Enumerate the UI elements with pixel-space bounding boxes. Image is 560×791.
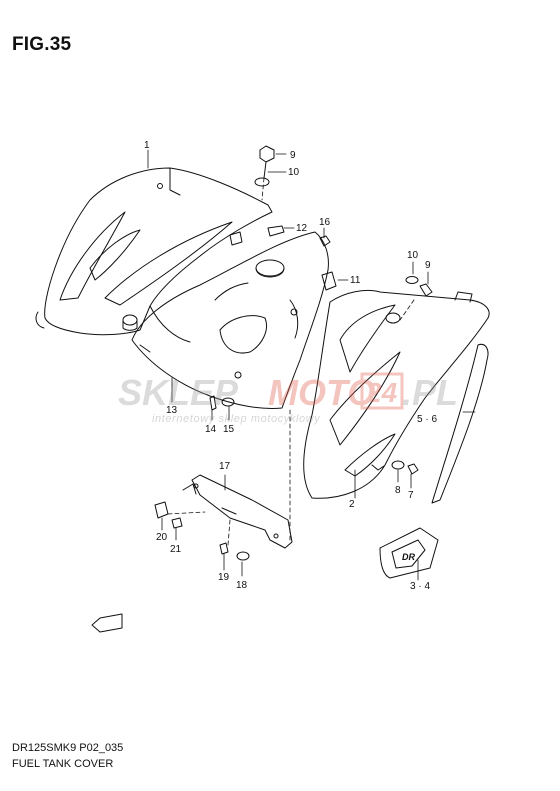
side-stripe-decal [431, 343, 489, 504]
callout: 14 [205, 424, 217, 435]
assembly-lines [167, 177, 415, 546]
callout: 2 [349, 499, 355, 510]
callout-labels: 1 2 3 · 4 5 · 6 7 8 9 9 10 10 11 12 13 1… [144, 140, 437, 592]
callout: 9 [425, 260, 431, 271]
fasteners [154, 145, 433, 561]
fwd-arrow-icon [91, 613, 123, 633]
callout: 16 [319, 217, 331, 228]
watermark-box: 24 [365, 377, 398, 408]
watermark: SKLEP MOTO 24 .PL internetowy sklep moto… [118, 372, 458, 425]
callout: 10 [288, 167, 300, 178]
fwd-label: FWD [102, 623, 116, 629]
callout: 21 [170, 544, 182, 555]
model-code: DR125SMK9 P02_035 [12, 742, 124, 754]
callout: 15 [223, 424, 235, 435]
callout: 19 [218, 572, 230, 583]
watermark-mid: MOTO [268, 372, 375, 413]
callout: 11 [350, 275, 361, 286]
callout: 1 [144, 140, 150, 151]
watermark-left: SKLEP [118, 372, 239, 413]
callout: 13 [166, 405, 178, 416]
watermark-tagline: internetowy sklep motocyklowy [152, 413, 321, 425]
leader-lines [147, 149, 476, 581]
left-shroud [35, 167, 273, 343]
mounting-bracket [182, 474, 293, 549]
decal-lettering: DR [402, 552, 415, 562]
watermark-tld: .PL [402, 372, 458, 413]
callout: 20 [156, 532, 168, 543]
callout: 18 [236, 580, 248, 591]
watermark-box-icon [360, 372, 404, 410]
dr-emblem [379, 527, 439, 579]
callout: 3 · 4 [410, 581, 430, 592]
callout: 12 [296, 223, 308, 234]
callout: 5 · 6 [417, 414, 437, 425]
callout: 7 [408, 490, 414, 501]
section-caption: FUEL TANK COVER [12, 758, 114, 770]
callout: 9 [290, 150, 296, 161]
callout: 10 [407, 250, 419, 261]
figure-title: FIG.35 [12, 34, 72, 55]
right-shroud [303, 289, 490, 499]
callout: 17 [219, 461, 231, 472]
callout: 8 [395, 485, 401, 496]
